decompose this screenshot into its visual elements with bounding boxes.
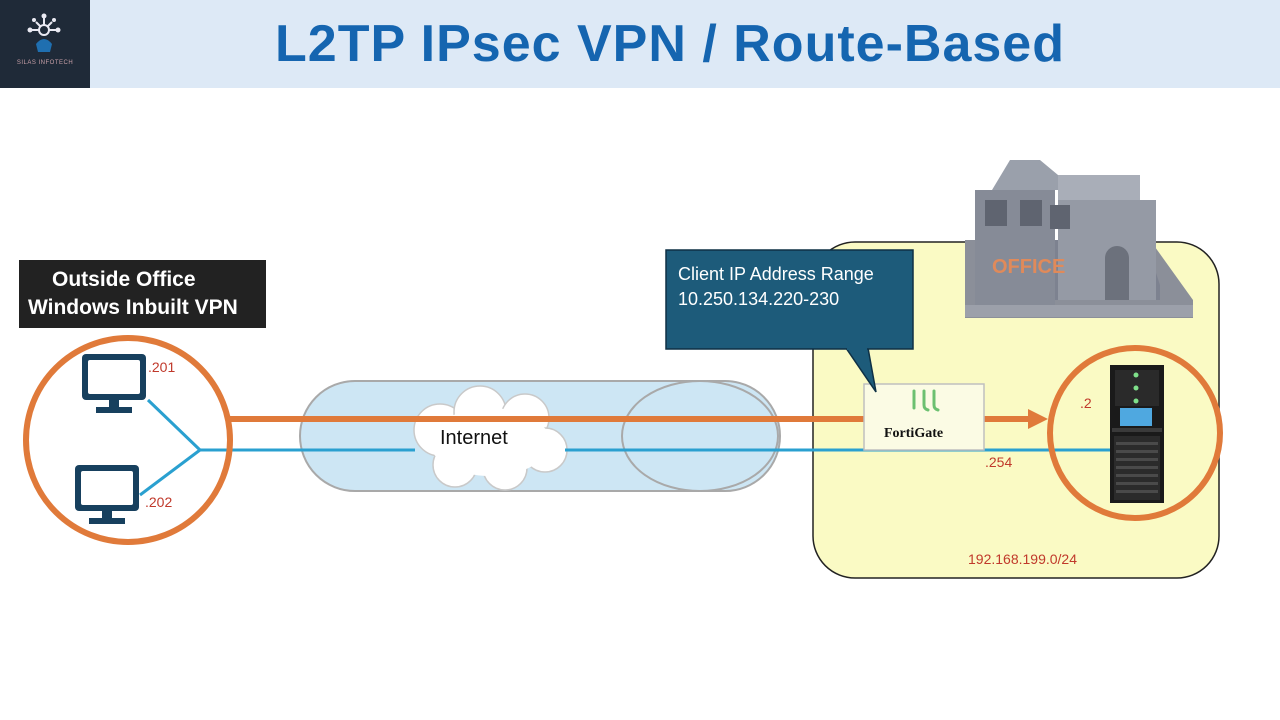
logo-text: SILAS INFOTECH [16, 60, 74, 66]
internet-label: Internet [440, 427, 508, 449]
remote-clients-label: Outside Office Windows Inbuilt VPN [19, 260, 266, 328]
callout-ip-range: 10.250.134.220-230 [678, 289, 840, 309]
server-ip-label: .2 [1080, 395, 1092, 411]
header-bar [0, 0, 1280, 88]
server-circle [1047, 345, 1223, 521]
remote-label-line2: Windows Inbuilt VPN [28, 296, 238, 319]
office-building-label: OFFICE [992, 256, 1066, 278]
callout-title: Client IP Address Range [678, 264, 874, 284]
fortigate-logo-icon [912, 389, 940, 412]
pc1-ip-label: .201 [148, 359, 176, 375]
remote-label-line1: Outside Office [52, 268, 196, 291]
internet-cloud-icon [413, 385, 568, 491]
callout-text: Client IP Address Range 10.250.134.220-2… [678, 262, 874, 312]
page-title: L2TP IPsec VPN / Route-Based [275, 15, 1065, 73]
server-rack-icon [1110, 365, 1164, 503]
pc-monitor-icon-2 [75, 465, 139, 524]
ip-range-callout [665, 249, 914, 393]
fortigate-ip-label: .254 [985, 454, 1013, 470]
fortigate-label: FortiGate [884, 426, 944, 441]
office-subnet-label: 192.168.199.0/24 [968, 551, 1077, 567]
fortigate-device [863, 383, 985, 451]
office-building-icon [965, 160, 1193, 318]
network-hand-icon [27, 13, 61, 52]
logo: SILAS INFOTECH [0, 0, 90, 88]
pc-monitor-icon-1 [82, 354, 146, 413]
pc2-ip-label: .202 [145, 494, 173, 510]
remote-clients-circle [23, 335, 233, 545]
